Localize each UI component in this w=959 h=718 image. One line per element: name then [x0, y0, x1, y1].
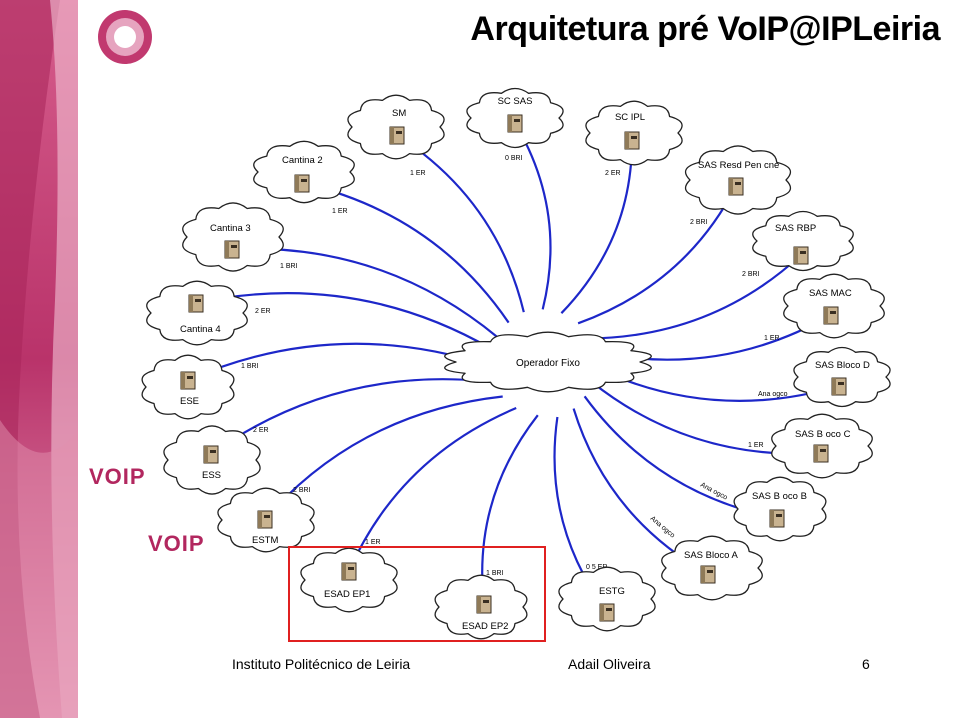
node-sas-bloco-a: SAS Bloco A — [661, 535, 763, 601]
node-sas-bloco-d: SAS Bloco D — [793, 346, 891, 408]
node-label-sas-bloco-d: SAS Bloco D — [815, 360, 870, 371]
node-esad-ep2: ESAD EP2 — [434, 574, 528, 640]
link-cantina-4 — [195, 292, 493, 350]
link-label-cantina-4: 2 ER — [255, 308, 271, 315]
link-sas-rbp — [588, 254, 802, 340]
node-esad-ep1: ESAD EP1 — [300, 547, 398, 613]
node-label-sc-sas: SC SAS — [498, 96, 533, 107]
link-label-esad-ep1: 1 ER — [365, 539, 381, 546]
sidebar-decoration — [0, 0, 78, 718]
link-label-sc-sas: 0 BRI — [505, 155, 523, 162]
node-sas-mac: SAS MAC — [783, 273, 885, 339]
node-estm: ESTM — [217, 487, 315, 553]
link-label-estg: 0 5 ER — [586, 564, 607, 571]
node-label-esad-ep1: ESAD EP1 — [324, 589, 370, 600]
link-label-sas-bloco-c: 1 ER — [748, 442, 764, 449]
link-label-sas-rbp: 2 BRI — [742, 271, 760, 278]
node-cantina-2: Cantina 2 — [253, 140, 355, 204]
link-sc-ipl — [560, 139, 634, 314]
node-label-sas-bloco-a: SAS Bloco A — [684, 550, 739, 561]
node-sm: SM — [347, 94, 445, 160]
link-label-estm: 2 BRI — [293, 487, 311, 494]
link-label-cantina-2: 1 ER — [332, 208, 348, 215]
iplleiria-logo — [98, 10, 152, 64]
node-label-sc-ipl: SC IPL — [615, 112, 645, 123]
node-label-sas-bloco-b: SAS B oco B — [752, 491, 807, 502]
link-label-sm: 1 ER — [410, 170, 426, 177]
link-label-cantina-3: 1 BRI — [280, 263, 298, 270]
link-label-sas-resd: 2 BRI — [690, 219, 708, 226]
clouds-layer: SC SAS SM SC IPL Cantina 2 SAS Resd Pen cneC… — [141, 87, 891, 640]
link-ess — [210, 378, 495, 455]
node-label-estg: ESTG — [599, 586, 625, 597]
voip-label-secondary: VOIP — [148, 531, 205, 556]
node-label-ese: ESE — [180, 396, 199, 407]
node-label-sas-rbp: SAS RBP — [775, 223, 816, 234]
node-sas-rbp: SAS RBP — [752, 210, 854, 272]
footer-author: Adail Oliveira — [568, 656, 651, 672]
node-sas-bloco-b: SAS B oco B — [733, 476, 827, 542]
node-label-sas-mac: SAS MAC — [809, 288, 852, 299]
node-ese: ESE — [141, 354, 235, 420]
node-sas-resd: SAS Resd Pen cne — [684, 145, 792, 215]
highlight-box — [288, 546, 546, 642]
slide-title: Arquitetura pré VoIP@IPLeiria — [470, 10, 940, 48]
node-label-sas-bloco-c: SAS B oco C — [795, 429, 851, 440]
node-sc-ipl: SC IPL — [585, 100, 683, 166]
link-esad-ep1 — [347, 406, 517, 572]
node-label-cantina-3: Cantina 3 — [210, 223, 251, 234]
node-label-cantina-4: Cantina 4 — [180, 324, 221, 335]
node-label-esad-ep2: ESAD EP2 — [462, 621, 508, 632]
node-cantina-4: Cantina 4 — [146, 280, 248, 346]
node-ess: ESS — [163, 425, 261, 495]
link-label-sas-bloco-d: Ana ogco — [758, 391, 788, 398]
footer-institution: Instituto Politécnico de Leiria — [232, 656, 411, 672]
node-estg: ESTG — [558, 566, 656, 632]
page-number: 6 — [862, 656, 870, 672]
node-sas-bloco-c: SAS B oco C — [771, 413, 873, 479]
link-label-ese: 1 BRI — [241, 363, 259, 370]
link-cantina-2 — [301, 181, 510, 324]
node-sc-sas: SC SAS — [466, 87, 564, 149]
link-ese — [187, 342, 491, 382]
voip-label: VOIP — [89, 464, 146, 489]
link-label-sc-ipl: 2 ER — [605, 170, 621, 177]
node-label-sm: SM — [392, 108, 406, 119]
node-label-sas-resd: SAS Resd Pen cne — [698, 160, 779, 171]
node-cantina-3: Cantina 3 — [182, 202, 284, 272]
node-label-estm: ESTM — [252, 535, 278, 546]
node-label-cantina-2: Cantina 2 — [282, 155, 323, 166]
center-cloud: Operador Fixo — [444, 331, 652, 393]
link-sc-sas — [514, 122, 552, 310]
link-label-esad-ep2: 1 BRI — [486, 570, 504, 577]
center-label: Operador Fixo — [516, 358, 580, 369]
link-label-ess: 2 ER — [253, 427, 269, 434]
node-label-ess: ESS — [202, 470, 221, 481]
link-label-sas-mac: 1 ER — [764, 335, 780, 342]
